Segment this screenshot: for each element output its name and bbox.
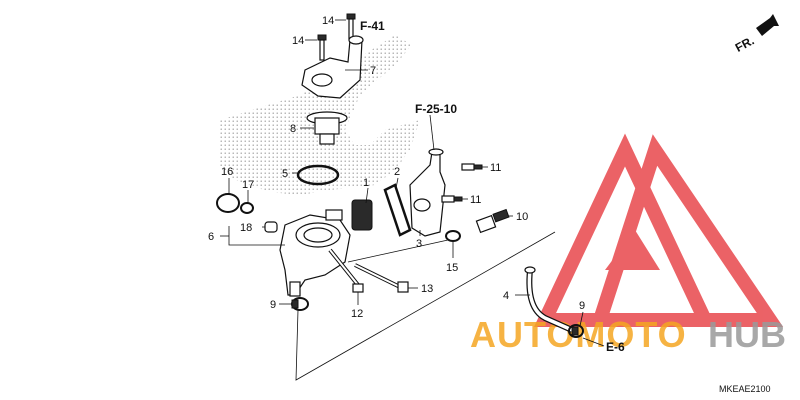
callout-7: 7 — [370, 65, 376, 77]
hose-clamp-9-left — [291, 297, 309, 311]
washer-15 — [445, 230, 461, 242]
callout-17: 17 — [242, 179, 254, 191]
ref-f2510: F-25-10 — [415, 102, 457, 116]
watermark-logo — [533, 133, 784, 327]
bolt-13 — [354, 263, 409, 293]
bolt-11-upper — [461, 163, 483, 171]
callout-9a: 9 — [270, 299, 276, 311]
water-hose-4 — [524, 266, 574, 333]
callout-3: 3 — [416, 238, 422, 250]
gasket-2 — [383, 183, 412, 237]
ref-e6: E-6 — [606, 340, 625, 354]
callout-9b: 9 — [579, 300, 585, 312]
bolt-11-lower — [441, 195, 463, 203]
callout-10: 10 — [516, 211, 528, 223]
callout-4: 4 — [503, 290, 509, 302]
callout-5: 5 — [282, 168, 288, 180]
strainer-1 — [351, 199, 373, 231]
callout-16: 16 — [221, 166, 233, 178]
bolt-14-lower — [317, 34, 327, 61]
callout-1: 1 — [363, 177, 369, 189]
bolt-12 — [328, 248, 364, 293]
water-pipe-joint-3 — [409, 148, 446, 237]
thermostat-housing-6 — [279, 209, 351, 297]
callout-11b: 11 — [470, 194, 481, 206]
leader-lines — [220, 19, 605, 381]
callout-2: 2 — [394, 166, 400, 178]
front-direction-arrow: FR. — [733, 14, 779, 55]
callout-6: 6 — [208, 231, 214, 243]
o-ring-5 — [296, 164, 340, 186]
hose-clamp-9-right — [568, 324, 584, 338]
bolt-14-upper — [346, 13, 356, 40]
callout-14a: 14 — [322, 15, 334, 27]
watermark-text-gray: HUB — [708, 314, 786, 355]
callout-15: 15 — [446, 262, 458, 274]
callout-12: 12 — [351, 308, 363, 320]
thermostat-8 — [306, 111, 348, 145]
o-ring-16 — [216, 193, 240, 213]
ref-f41: F-41 — [360, 19, 385, 33]
front-label: FR. — [733, 33, 757, 54]
callout-18: 18 — [240, 222, 252, 234]
diagram-code: MKEAE2100 — [719, 384, 771, 394]
callout-13: 13 — [421, 283, 433, 295]
callout-11a: 11 — [490, 162, 501, 174]
callout-14b: 14 — [292, 35, 304, 47]
temperature-sensor-10 — [475, 208, 510, 234]
o-ring-17 — [240, 202, 254, 214]
thermostat-cover-7 — [301, 35, 364, 99]
callout-8: 8 — [290, 123, 296, 135]
collar-18 — [264, 221, 278, 233]
